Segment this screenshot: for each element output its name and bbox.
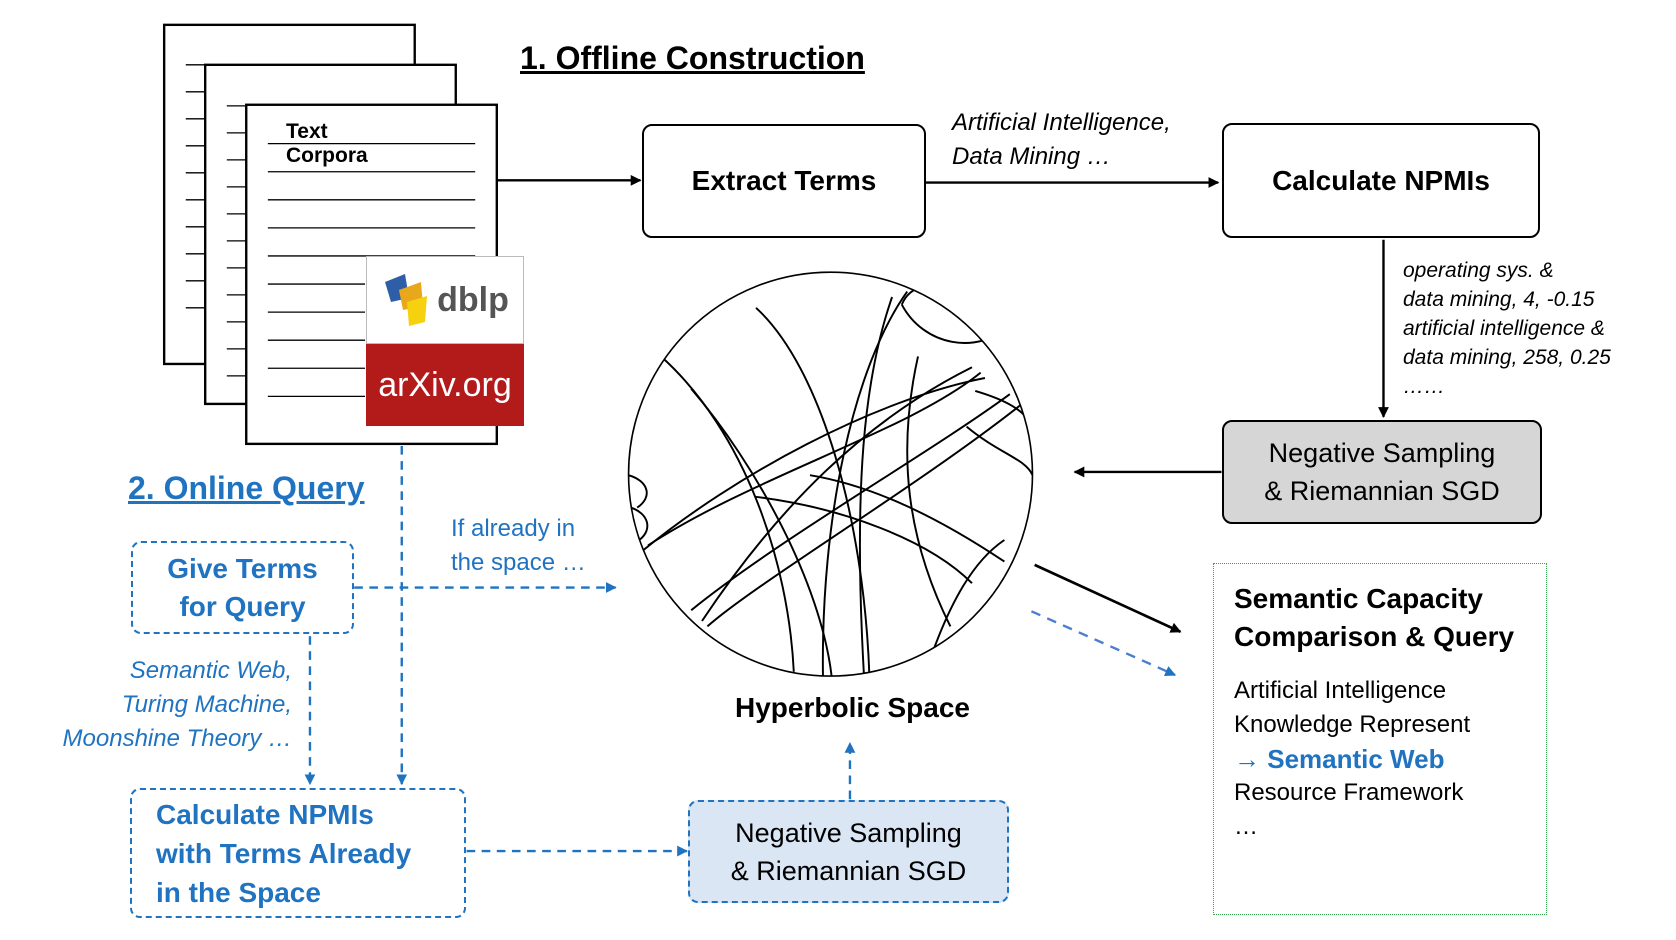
query-terms-line-1: Semantic Web, — [129, 657, 292, 684]
result-item-1: Artificial Intelligence — [1234, 677, 1447, 704]
result-item-3: Resource Framework — [1234, 779, 1464, 806]
extracted-terms-annotation: Artificial Intelligence, Data Mining … — [952, 106, 1171, 174]
query-terms-line-2: Turing Machine, — [121, 691, 292, 718]
give-terms-line-2: for Query — [179, 590, 306, 622]
semantic-capacity-panel: Semantic Capacity Comparison & Query Art… — [1213, 563, 1547, 915]
npmi-line-5: …… — [1403, 375, 1445, 398]
npmi-line-2: data mining, 4, -0.15 — [1403, 288, 1595, 311]
give-terms-line-1: Give Terms — [167, 552, 318, 584]
dblp-text: dblp — [437, 280, 509, 319]
result-highlight: → Semantic Web — [1234, 744, 1445, 774]
capacity-title-line-2: Comparison & Query — [1234, 621, 1515, 652]
arrow-space-to-result-online — [1030, 610, 1177, 677]
extract-terms-label: Extract Terms — [691, 165, 877, 196]
capacity-title-line-1: Semantic Capacity — [1234, 583, 1483, 614]
calculate-npmis-online-box: Calculate NPMIs with Terms Already in th… — [130, 788, 466, 918]
text-corpora-title: Text Corpora — [286, 120, 368, 167]
hyperbolic-disk — [627, 271, 1034, 677]
query-terms-annotation: Semantic Web, Turing Machine, Moonshine … — [56, 654, 292, 756]
hyperbolic-space-label: Hyperbolic Space — [735, 692, 970, 723]
neg-online-line-1: Negative Sampling — [735, 817, 962, 848]
arrow-space-to-result — [1034, 563, 1182, 634]
if-in-space-line-2: the space … — [451, 549, 586, 576]
result-item-2: Knowledge Represent — [1234, 711, 1471, 738]
dblp-icon — [385, 274, 428, 326]
neg-online-line-2: & Riemannian SGD — [730, 855, 967, 886]
calculate-npmis-box: Calculate NPMIs — [1222, 123, 1540, 238]
query-terms-line-3: Moonshine Theory … — [62, 725, 292, 752]
calc-online-line-2: with Terms Already — [156, 837, 412, 869]
if-in-space-annotation: If already in the space … — [451, 512, 586, 580]
npmi-line-1: operating sys. & — [1403, 259, 1554, 282]
give-terms-box: Give Terms for Query — [131, 541, 354, 634]
result-item-4: … — [1234, 813, 1258, 840]
extract-terms-box: Extract Terms — [642, 124, 926, 238]
calc-online-line-1: Calculate NPMIs — [156, 798, 374, 830]
if-in-space-line-1: If already in — [451, 515, 576, 542]
calc-online-line-3: in the Space — [156, 876, 321, 908]
heading-offline-construction: 1. Offline Construction — [520, 40, 865, 76]
npmi-line-3: artificial intelligence & — [1403, 317, 1605, 340]
npmi-values-annotation: operating sys. & data mining, 4, -0.15 a… — [1403, 256, 1611, 401]
extracted-terms-line-2: Data Mining … — [952, 143, 1111, 170]
npmi-line-4: data mining, 258, 0.25 — [1403, 346, 1611, 369]
extracted-terms-line-1: Artificial Intelligence, — [952, 109, 1171, 136]
negative-sampling-online-box: Negative Sampling & Riemannian SGD — [688, 800, 1009, 903]
arxiv-text: arXiv.org — [378, 365, 512, 404]
neg-offline-line-1: Negative Sampling — [1268, 438, 1496, 468]
negative-sampling-offline-box: Negative Sampling & Riemannian SGD — [1222, 420, 1542, 524]
heading-online-query: 2. Online Query — [128, 470, 365, 506]
arxiv-logo: arXiv.org — [366, 344, 524, 426]
dblp-logo: dblp — [366, 256, 524, 344]
calculate-npmis-label: Calculate NPMIs — [1272, 164, 1490, 196]
neg-offline-line-2: & Riemannian SGD — [1264, 476, 1500, 506]
